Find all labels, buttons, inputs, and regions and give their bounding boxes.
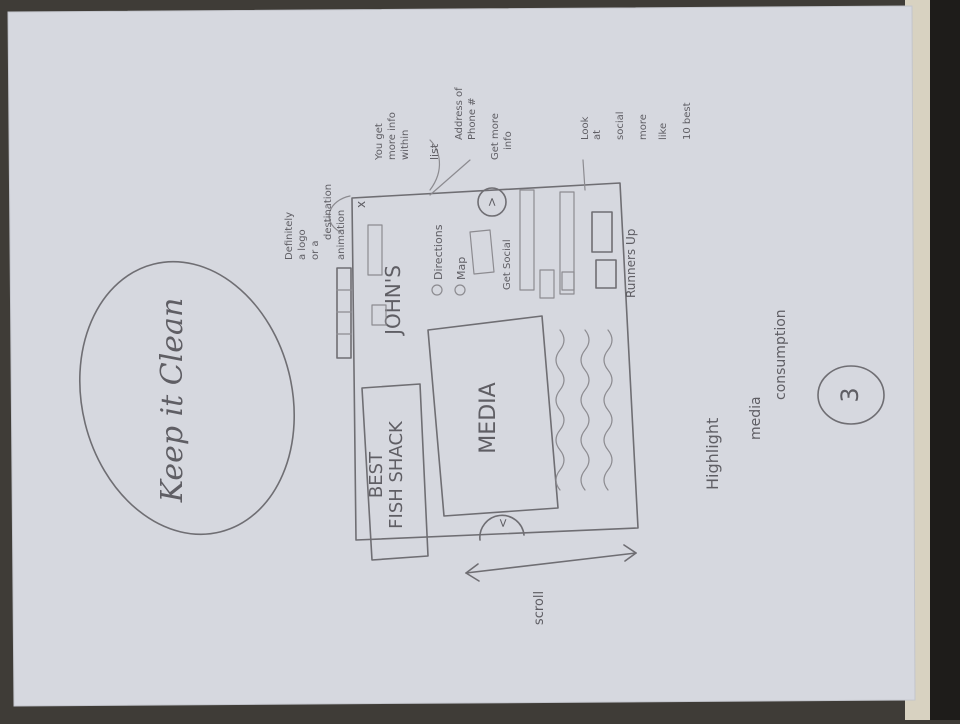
svg-text:more info: more info xyxy=(387,112,398,160)
svg-text:within: within xyxy=(400,130,411,160)
annotation-arrow-1 xyxy=(328,195,351,233)
scroll-left-button[interactable] xyxy=(479,514,525,541)
runners-up-label: Runners Up xyxy=(624,229,638,298)
text-lines-1 xyxy=(555,329,565,491)
svg-text:at: at xyxy=(592,130,603,140)
page-number: 3 xyxy=(836,387,864,402)
svg-text:Definitely: Definitely xyxy=(284,212,295,260)
brand-line-2: FISH SHACK xyxy=(386,420,407,529)
map-bullet xyxy=(454,284,466,296)
nav-strip[interactable] xyxy=(367,224,383,276)
svg-text:social: social xyxy=(615,111,626,140)
annotation-arrow-3 xyxy=(429,159,471,196)
svg-text:Phone #: Phone # xyxy=(467,97,478,140)
svg-text:like: like xyxy=(658,123,669,140)
note-address-phone: Address of Phone # Get more info xyxy=(454,87,514,160)
svg-text:or a: or a xyxy=(310,240,321,260)
scroll-arrow-line xyxy=(465,552,637,574)
chevron-left-icon: < xyxy=(496,518,510,528)
close-mark[interactable]: x xyxy=(354,201,368,208)
keep-it-clean-oval xyxy=(78,260,296,536)
note-highlight-media: Highlight media consumption xyxy=(703,309,789,490)
page-number-circle xyxy=(817,365,885,425)
top-tab-strip[interactable] xyxy=(336,267,352,359)
runner-up-box-1[interactable] xyxy=(591,211,613,253)
paper-sheet xyxy=(8,6,915,706)
svg-text:Get more: Get more xyxy=(490,113,501,160)
scroll-label: scroll xyxy=(532,591,547,625)
dark-edge xyxy=(930,0,960,720)
svg-text:Highlight: Highlight xyxy=(703,418,722,490)
nav-strip-box[interactable] xyxy=(371,304,387,326)
keep-it-clean-text: Keep it Clean xyxy=(155,298,190,504)
social-label: Get Social xyxy=(502,239,513,290)
svg-text:info: info xyxy=(503,131,514,150)
text-lines-2 xyxy=(580,329,590,491)
social-strip-2[interactable] xyxy=(559,191,575,295)
svg-text:animation: animation xyxy=(336,210,347,260)
note-destination-animation: Definitely a logo or a destination anima… xyxy=(284,184,347,260)
annotation-arrow-2 xyxy=(429,139,440,191)
svg-text:You get: You get xyxy=(374,123,385,161)
svg-text:Look: Look xyxy=(580,116,591,140)
note-more-info: You get more info within list xyxy=(374,112,441,161)
brand-banner-box xyxy=(361,383,429,561)
text-lines-3 xyxy=(603,329,613,491)
svg-text:Address of: Address of xyxy=(454,87,465,140)
media-label: MEDIA xyxy=(476,382,501,453)
chevron-right-icon: > xyxy=(485,197,499,207)
map-item[interactable]: Map xyxy=(455,257,468,280)
social-icon-box-1[interactable] xyxy=(539,269,555,299)
media-box[interactable] xyxy=(427,315,559,517)
brand-johns: JOHN'S xyxy=(381,265,405,337)
svg-text:more: more xyxy=(638,114,649,140)
note-look-at-social: Look at social more like 10 best xyxy=(580,102,693,140)
social-strip[interactable] xyxy=(519,189,535,291)
brand-line-1: BEST xyxy=(366,451,387,498)
svg-text:10 best: 10 best xyxy=(682,102,693,140)
annotation-arrow-4 xyxy=(582,159,586,191)
wireframe-frame xyxy=(351,182,639,541)
map-thumbnail[interactable] xyxy=(469,229,495,275)
svg-text:list: list xyxy=(428,143,441,160)
directions-bullet xyxy=(431,284,443,296)
social-icon-box-2[interactable] xyxy=(561,271,575,291)
svg-text:destination: destination xyxy=(323,184,334,240)
svg-text:a logo: a logo xyxy=(297,229,308,260)
scroll-right-button[interactable] xyxy=(477,187,507,217)
svg-text:media: media xyxy=(748,396,764,440)
svg-text:consumption: consumption xyxy=(773,309,789,400)
runner-up-box-2[interactable] xyxy=(595,259,617,289)
directions-item[interactable]: Directions xyxy=(432,224,445,280)
